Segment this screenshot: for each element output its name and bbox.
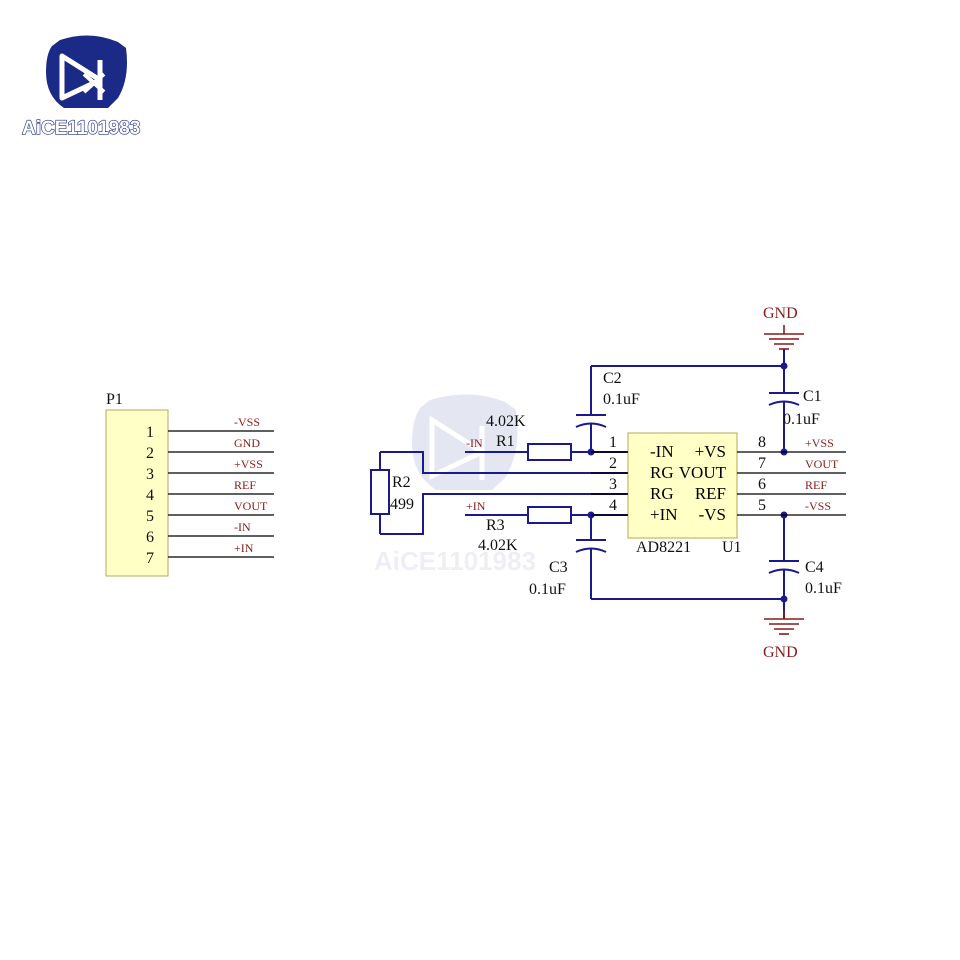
chip-net-label: REF xyxy=(805,478,827,492)
connector-p1: P1 1 2 3 4 5 6 7 -VSS GND +VSS REF VOUT … xyxy=(105,391,274,577)
capacitor-c4: C4 0.1uF xyxy=(768,511,842,599)
chip-pin-number: 7 xyxy=(758,455,766,472)
connector-pin-number: 1 xyxy=(146,424,154,441)
wire xyxy=(380,493,628,535)
chip-pin-number: 1 xyxy=(609,434,617,451)
resistor-body xyxy=(527,443,572,461)
resistor-net-label: -IN xyxy=(466,436,483,450)
watermark-shield-icon xyxy=(412,394,518,490)
chip-pin-number: 6 xyxy=(758,476,766,493)
chip-pin-name-left: -IN xyxy=(650,442,674,461)
chip-ref: U1 xyxy=(722,539,742,556)
resistor-ref: R2 xyxy=(392,474,411,491)
chip-part: AD8221 xyxy=(636,539,691,556)
connector-pin-number: 6 xyxy=(146,529,154,546)
capacitor-ref: C3 xyxy=(549,559,568,576)
resistor-r1: 4.02K R1 -IN xyxy=(465,413,628,461)
chip-u1: 1 2 3 4 8 7 6 5 -IN RG RG +IN +VS VOUT R… xyxy=(591,432,846,556)
chip-pin-name-left: +IN xyxy=(650,505,678,524)
top-ground: GND xyxy=(763,305,804,366)
capacitor-value: 0.1uF xyxy=(603,391,640,408)
capacitor-value: 0.1uF xyxy=(783,411,820,428)
capacitor-c3: C3 0.1uF xyxy=(529,515,607,599)
top-ground-label: GND xyxy=(763,305,798,322)
chip-pin-name-left: RG xyxy=(650,463,674,482)
connector-pin-number: 2 xyxy=(146,445,154,462)
chip-pin-name-left: RG xyxy=(650,484,674,503)
resistor-r2: R2 499 xyxy=(370,452,414,534)
connector-net-label: REF xyxy=(234,478,256,492)
capacitor-plate xyxy=(575,547,607,553)
capacitor-plate xyxy=(575,422,607,428)
capacitor-ref: C1 xyxy=(803,388,822,405)
watermark-text: AiCE1101983 xyxy=(374,546,536,576)
chip-pin-number: 2 xyxy=(609,455,617,472)
connector-pin-number: 7 xyxy=(146,550,154,567)
chip-pin-name-right: VOUT xyxy=(679,463,727,482)
bottom-ground-label: GND xyxy=(763,644,798,661)
resistor-net-label: +IN xyxy=(466,499,486,513)
bottom-ground: GND xyxy=(763,599,804,661)
brand-logo: AiCE1101983 xyxy=(21,35,141,140)
connector-net-label: +IN xyxy=(234,541,254,555)
resistor-ref: R3 xyxy=(486,517,505,534)
chip-pin-name-right: +VS xyxy=(695,442,726,461)
chip-pin-number: 3 xyxy=(609,476,617,493)
wire xyxy=(380,451,628,474)
resistor-value: 499 xyxy=(390,496,414,513)
chip-pin-number: 5 xyxy=(758,497,766,514)
connector-net-label: VOUT xyxy=(234,499,268,513)
capacitor-c1: C1 0.1uF xyxy=(768,366,822,456)
connector-net-label: -IN xyxy=(234,520,251,534)
connector-net-label: -VSS xyxy=(234,415,260,429)
logo-text: AiCE1101983 xyxy=(22,118,140,139)
resistor-value: 4.02K xyxy=(486,413,526,430)
logo-x-icon xyxy=(82,72,106,94)
watermark: AiCE1101983 xyxy=(374,394,536,576)
resistor-body xyxy=(370,469,390,515)
connector-pin-number: 3 xyxy=(146,466,154,483)
chip-body xyxy=(627,432,738,539)
connector-pin-number: 4 xyxy=(146,487,154,504)
capacitor-value: 0.1uF xyxy=(805,580,842,597)
resistor-body xyxy=(527,506,572,524)
capacitor-plate xyxy=(768,400,800,406)
resistor-ref: R1 xyxy=(496,433,515,450)
capacitor-ref: C2 xyxy=(603,370,622,387)
connector-ref: P1 xyxy=(106,391,123,408)
chip-pin-number: 4 xyxy=(609,497,617,514)
connector-net-label: +VSS xyxy=(234,457,263,471)
resistor-value: 4.02K xyxy=(478,537,518,554)
connector-pin-number: 5 xyxy=(146,508,154,525)
chip-net-label: VOUT xyxy=(805,457,839,471)
chip-net-label: +VSS xyxy=(805,436,834,450)
capacitor-plate xyxy=(768,568,800,574)
chip-pin-name-right: REF xyxy=(695,484,726,503)
capacitor-c2: C2 0.1uF xyxy=(575,366,640,452)
chip-net-label: -VSS xyxy=(805,499,831,513)
connector-net-label: GND xyxy=(234,436,260,450)
connector-body xyxy=(105,409,169,577)
capacitor-value: 0.1uF xyxy=(529,581,566,598)
chip-pin-number: 8 xyxy=(758,434,766,451)
capacitor-ref: C4 xyxy=(805,559,824,576)
chip-pin-name-right: -VS xyxy=(699,505,726,524)
resistor-r3: +IN R3 4.02K xyxy=(465,499,628,554)
